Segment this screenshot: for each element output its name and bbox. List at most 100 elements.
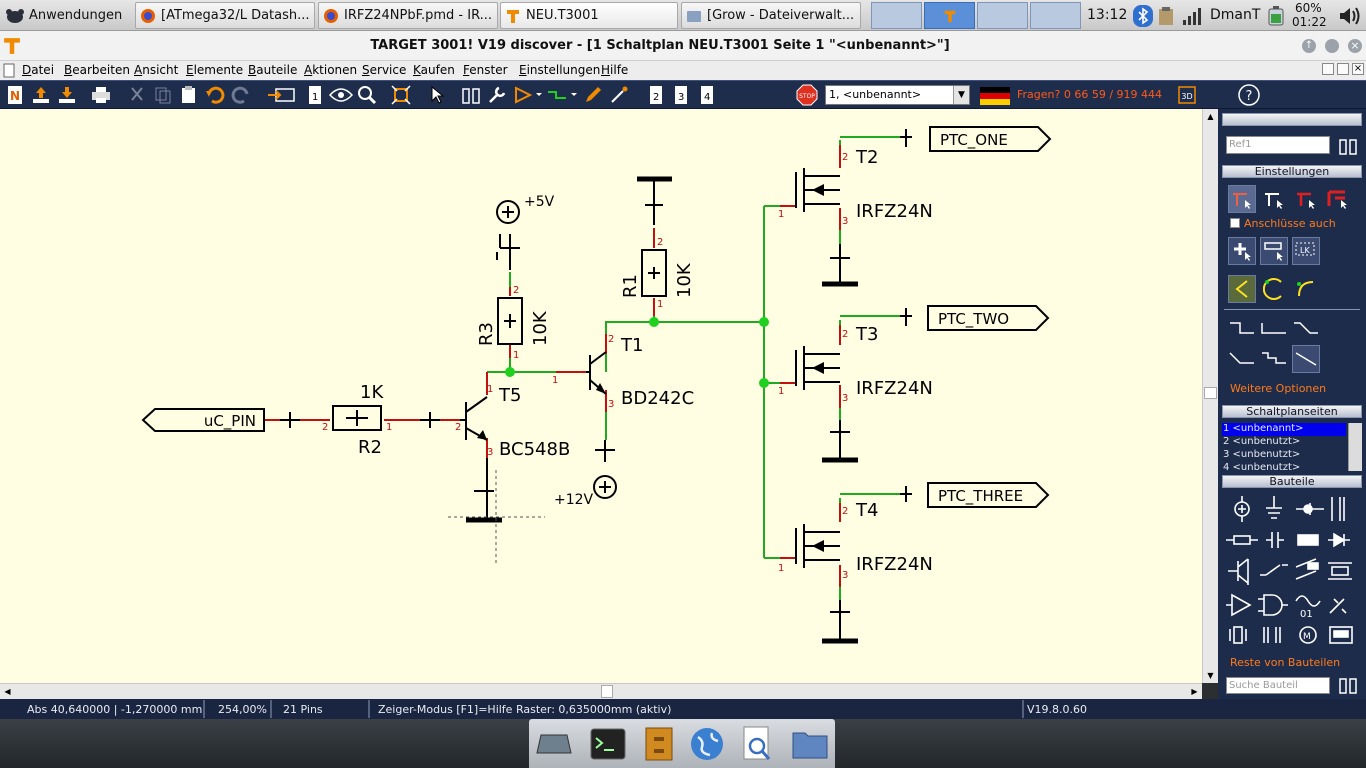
connector-symbol-icon[interactable]: [1296, 503, 1324, 515]
crystal-symbol-icon[interactable]: [1328, 562, 1352, 580]
zoom-button[interactable]: [356, 84, 378, 106]
t2-value[interactable]: IRFZ24N: [856, 201, 933, 222]
t3-ref[interactable]: T3: [855, 324, 878, 345]
page-3-button[interactable]: 3: [670, 84, 692, 106]
menu-ansicht[interactable]: Ansicht: [134, 63, 179, 77]
workspace-4[interactable]: [1030, 2, 1081, 29]
capacitor-2-symbol-icon[interactable]: [1266, 532, 1284, 548]
menu-kaufen[interactable]: Kaufen: [413, 63, 455, 77]
bauteile-header[interactable]: Bauteile: [1222, 475, 1362, 488]
german-flag-icon[interactable]: [980, 87, 1010, 105]
menu-service[interactable]: Service: [362, 63, 407, 77]
bluetooth-icon[interactable]: [1133, 5, 1153, 27]
wire-style-step-icon[interactable]: [1260, 349, 1288, 367]
t3-value[interactable]: IRFZ24N: [856, 378, 933, 399]
weitere-optionen-link[interactable]: Weitere Optionen: [1230, 382, 1327, 395]
redo-button[interactable]: [230, 84, 252, 106]
stop-button[interactable]: STOP: [796, 84, 818, 106]
port-ptc-three[interactable]: PTC_THREE: [938, 487, 1023, 506]
motor-symbol-icon[interactable]: M: [1299, 626, 1317, 644]
schematic-canvas[interactable]: uC_PIN PTC_ONE PTC_TWO PTC_THREE 1K R2 T…: [0, 109, 1202, 683]
taskbar-window-atmega[interactable]: [ATmega32/L Datash...: [135, 2, 315, 29]
wire-style-90b-icon[interactable]: [1260, 319, 1288, 337]
cut-button[interactable]: [126, 84, 148, 106]
workspace-3[interactable]: [977, 2, 1028, 29]
label-element-button[interactable]: LK: [1292, 237, 1320, 265]
part-search-input[interactable]: Suche Bauteil: [1226, 677, 1330, 694]
pages-list[interactable]: 1 <unbenannt> 2 <unbenutzt> 3 <unbenutzt…: [1222, 423, 1362, 471]
pointer-mode-button[interactable]: [426, 84, 448, 106]
dock-terminal[interactable]: [588, 726, 628, 762]
find-button[interactable]: [460, 84, 482, 106]
draw-wire-button[interactable]: [546, 84, 578, 106]
menu-bauteile[interactable]: Bauteile: [248, 63, 298, 77]
new-file-button[interactable]: N: [4, 84, 26, 106]
angle-45-button[interactable]: [1228, 275, 1256, 303]
scroll-up-arrow[interactable]: ▲: [1207, 112, 1214, 121]
menu-hilfe[interactable]: Hilfe: [601, 63, 629, 77]
add-element-button[interactable]: [1228, 237, 1256, 265]
component-palette[interactable]: 01 M: [1222, 493, 1362, 653]
menu-fenster[interactable]: Fenster: [463, 63, 508, 77]
horizontal-scroll-thumb[interactable]: [601, 685, 613, 698]
resistor-symbol-icon[interactable]: [1226, 535, 1258, 545]
clipboard-icon[interactable]: [1158, 6, 1174, 26]
fuse-symbol-icon[interactable]: [1297, 534, 1319, 546]
select-mode-a-button[interactable]: [1228, 185, 1256, 213]
draw-line-button[interactable]: [582, 84, 604, 106]
and-gate-symbol-icon[interactable]: [1258, 594, 1288, 616]
vertical-scroll-thumb[interactable]: [1204, 387, 1217, 399]
taskbar-window-filemanager[interactable]: [Grow - Dateiverwalt...: [681, 2, 861, 29]
view-button[interactable]: [328, 84, 354, 106]
optocoupler-symbol-icon[interactable]: [1329, 598, 1347, 614]
t4-value[interactable]: IRFZ24N: [856, 554, 933, 575]
wire-style-free-button[interactable]: [1292, 345, 1320, 373]
copy-button[interactable]: [152, 84, 174, 106]
port-ptc-two[interactable]: PTC_TWO: [938, 310, 1009, 329]
sheet-select[interactable]: 1, <unbenannt> ▼: [825, 85, 970, 105]
page-list-item-2[interactable]: 2 <unbenutzt>: [1223, 436, 1301, 447]
dock-show-desktop[interactable]: [534, 726, 574, 762]
menu-bearbeiten[interactable]: Bearbeiten: [64, 63, 130, 77]
battery-icon[interactable]: [1268, 6, 1284, 26]
r1-value[interactable]: 10K: [674, 262, 695, 298]
supply-12v[interactable]: +12V: [554, 492, 594, 508]
save-button[interactable]: [56, 84, 78, 106]
t1-ref[interactable]: T1: [620, 335, 643, 356]
single-page-button[interactable]: 1: [304, 84, 326, 106]
properties-button[interactable]: [486, 84, 508, 106]
diode-symbol-icon[interactable]: [1328, 532, 1350, 548]
r2-ref[interactable]: R2: [358, 437, 382, 458]
dock-file-cabinet[interactable]: [639, 726, 679, 762]
port-ptc-one[interactable]: PTC_ONE: [940, 131, 1008, 150]
window-shade-button[interactable]: ↑: [1302, 39, 1316, 53]
select-mode-d-button[interactable]: [1324, 185, 1352, 213]
import-button[interactable]: [266, 84, 296, 106]
print-button[interactable]: [90, 84, 112, 106]
clock[interactable]: 13:12: [1087, 7, 1128, 23]
reste-von-bauteilen-link[interactable]: Reste von Bauteilen: [1230, 656, 1341, 669]
magic-wand-button[interactable]: [608, 84, 630, 106]
scroll-down-arrow[interactable]: ▼: [1207, 671, 1214, 680]
ground-symbol-icon[interactable]: [1266, 496, 1282, 519]
help-button[interactable]: ?: [1238, 84, 1260, 106]
open-button[interactable]: [30, 84, 52, 106]
relay-symbol-icon[interactable]: [1295, 558, 1319, 580]
supply-symbol-icon[interactable]: [1234, 496, 1250, 522]
place-symbol-button[interactable]: [512, 84, 542, 106]
r3-ref[interactable]: R3: [476, 322, 497, 346]
scroll-left-arrow[interactable]: ◀: [4, 687, 11, 696]
window-maximize-button[interactable]: [1325, 39, 1339, 53]
paste-button[interactable]: [178, 84, 200, 106]
capacitor-symbol-icon[interactable]: [1331, 497, 1345, 521]
page-list-item-1[interactable]: 1 <unbenannt>: [1222, 423, 1346, 436]
select-mode-b-button[interactable]: [1260, 185, 1288, 213]
arc-2-button[interactable]: [1292, 275, 1320, 303]
ref-search-input[interactable]: Ref1: [1226, 136, 1330, 154]
window-close-button[interactable]: ×: [1348, 39, 1362, 53]
wires[interactable]: [487, 136, 900, 600]
r3-value[interactable]: 10K: [530, 310, 551, 346]
workspace-switcher[interactable]: [871, 2, 1081, 29]
wire-style-90-icon[interactable]: [1228, 319, 1256, 337]
switch-symbol-icon[interactable]: [1260, 564, 1288, 576]
